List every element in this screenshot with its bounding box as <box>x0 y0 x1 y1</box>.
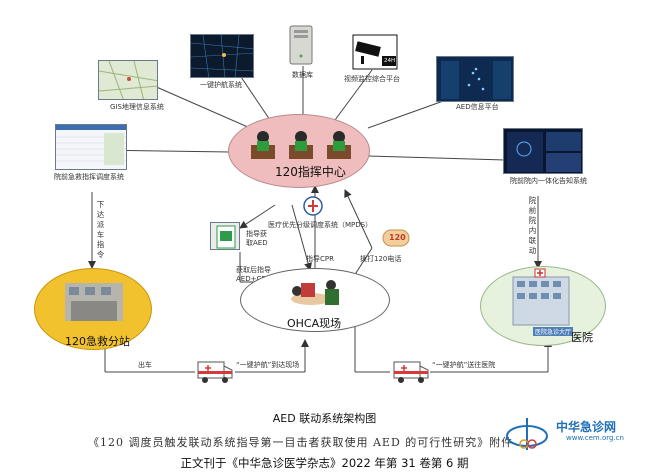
aed-cabinet-photo <box>210 222 240 250</box>
video-monitor-label: 视频监控综合平台 <box>344 75 400 83</box>
figure-title: AED 联动系统架构图 <box>272 412 377 425</box>
server-icon <box>286 24 316 66</box>
one-key-nav-screenshot <box>190 34 254 78</box>
phone-120-badge: 120 <box>389 233 406 242</box>
pre-hospital-dispatch-label: 院前急救指挥调度系统 <box>54 173 124 181</box>
dispatch-order-label: 下达派车指令 <box>96 200 105 259</box>
hospital-node: 医院急诊大厅 医院 <box>480 266 606 346</box>
command-center-node: 120指挥中心 <box>228 114 370 188</box>
video-24h-badge: 24H <box>384 58 396 64</box>
command-center-title: 120指挥中心 <box>275 165 346 179</box>
call-120-label: 拨打120电话 <box>360 255 402 263</box>
ohca-scene-node: OHCA现场 <box>240 268 390 332</box>
aed-platform-screenshot <box>436 56 514 102</box>
cem-logo <box>504 414 550 454</box>
gis-label: GIS地理信息系统 <box>110 103 164 111</box>
one-key-nav-label: 一键护航系统 <box>200 81 242 89</box>
database-label: 数据库 <box>292 71 313 79</box>
station-title: 120急救分站 <box>65 335 130 348</box>
station-node: 120急救分站 <box>34 268 152 350</box>
cctv-camera-icon: 24H <box>352 34 398 70</box>
guide-cpr-label: 指导CPR <box>306 255 334 263</box>
to-hospital-label: “一键护航”送往医院 <box>432 361 496 369</box>
hospital-sign: 医院急诊大厅 <box>533 327 574 336</box>
ambulance-icon-hospital <box>392 356 430 384</box>
to-scene-label: “一键护航”到达现场 <box>236 361 300 369</box>
guide-aed-cpr-label: 获取后指导 AED+CPR <box>236 266 271 283</box>
ambulance-icon-scene <box>196 356 234 384</box>
citation-line: 《120 调度员触发联动系统指导第一目击者获取使用 AED 的可行性研究》附件 <box>88 436 514 449</box>
pre-in-hospital-label: 院前院内一体化告知系统 <box>510 177 587 185</box>
guide-get-aed-label: 指导获取AED <box>246 230 268 247</box>
source-line: 正文刊于《中华急诊医学杂志》2022 年第 31 卷第 6 期 <box>180 456 469 470</box>
hospital-title: 医院 <box>571 331 593 344</box>
ohca-scene-title: OHCA现场 <box>287 317 342 330</box>
aed-platform-label: AED信息平台 <box>456 103 499 111</box>
watermark-url: www.cem.org.cn <box>566 434 624 442</box>
mpds-label: 医疗优先分级调度系统（MPDS） <box>268 221 373 229</box>
depart-label: 出车 <box>138 361 152 369</box>
phone-120-icon: 120 <box>382 228 410 248</box>
gis-screenshot <box>98 60 158 100</box>
pre-in-hospital-screenshot <box>503 128 583 174</box>
watermark-name: 中华急诊网 <box>556 420 617 434</box>
pre-in-link-label: 院前院内联动 <box>528 196 537 255</box>
mpds-logo <box>303 196 323 216</box>
pre-hospital-dispatch-screenshot <box>55 124 127 170</box>
